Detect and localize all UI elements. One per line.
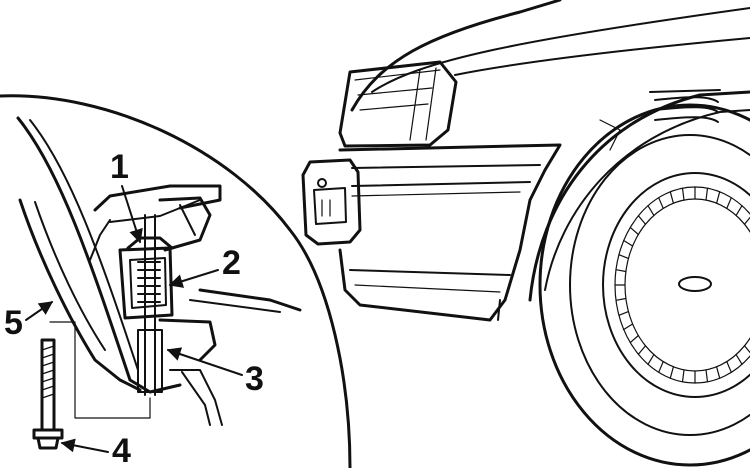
hubcap-vents xyxy=(614,186,750,384)
callout-4: 4 xyxy=(60,432,131,468)
inset-boundary xyxy=(0,94,352,468)
bumper-bracket xyxy=(301,158,362,246)
bolt-insertion-line xyxy=(49,321,151,419)
front-wheel xyxy=(538,103,750,467)
callout-label-4: 4 xyxy=(112,432,131,468)
wheel-arch xyxy=(528,90,750,302)
callout-label-5: 5 xyxy=(4,304,23,342)
spring-clip-assembly xyxy=(118,214,174,396)
callout-3: 3 xyxy=(166,347,264,398)
callout-label-3: 3 xyxy=(245,360,264,398)
callout-1: 1 xyxy=(110,148,143,244)
car-front-view xyxy=(301,0,750,467)
callout-label-2: 2 xyxy=(222,244,241,282)
body-panel-section xyxy=(93,184,302,426)
hood-edge xyxy=(454,37,750,76)
detail-inset xyxy=(0,94,352,468)
hub-center xyxy=(678,276,712,292)
hood-outline xyxy=(350,0,562,112)
body-crease xyxy=(371,7,750,93)
callout-label-1: 1 xyxy=(110,148,129,186)
callout-2: 2 xyxy=(168,244,241,288)
callout-5: 5 xyxy=(4,301,54,342)
headlight xyxy=(338,60,458,148)
bumper-shell-section xyxy=(16,116,182,394)
front-bumper xyxy=(338,143,562,322)
arch-inner xyxy=(544,109,750,291)
coil-spring xyxy=(599,89,721,151)
mounting-bolt xyxy=(32,338,64,450)
